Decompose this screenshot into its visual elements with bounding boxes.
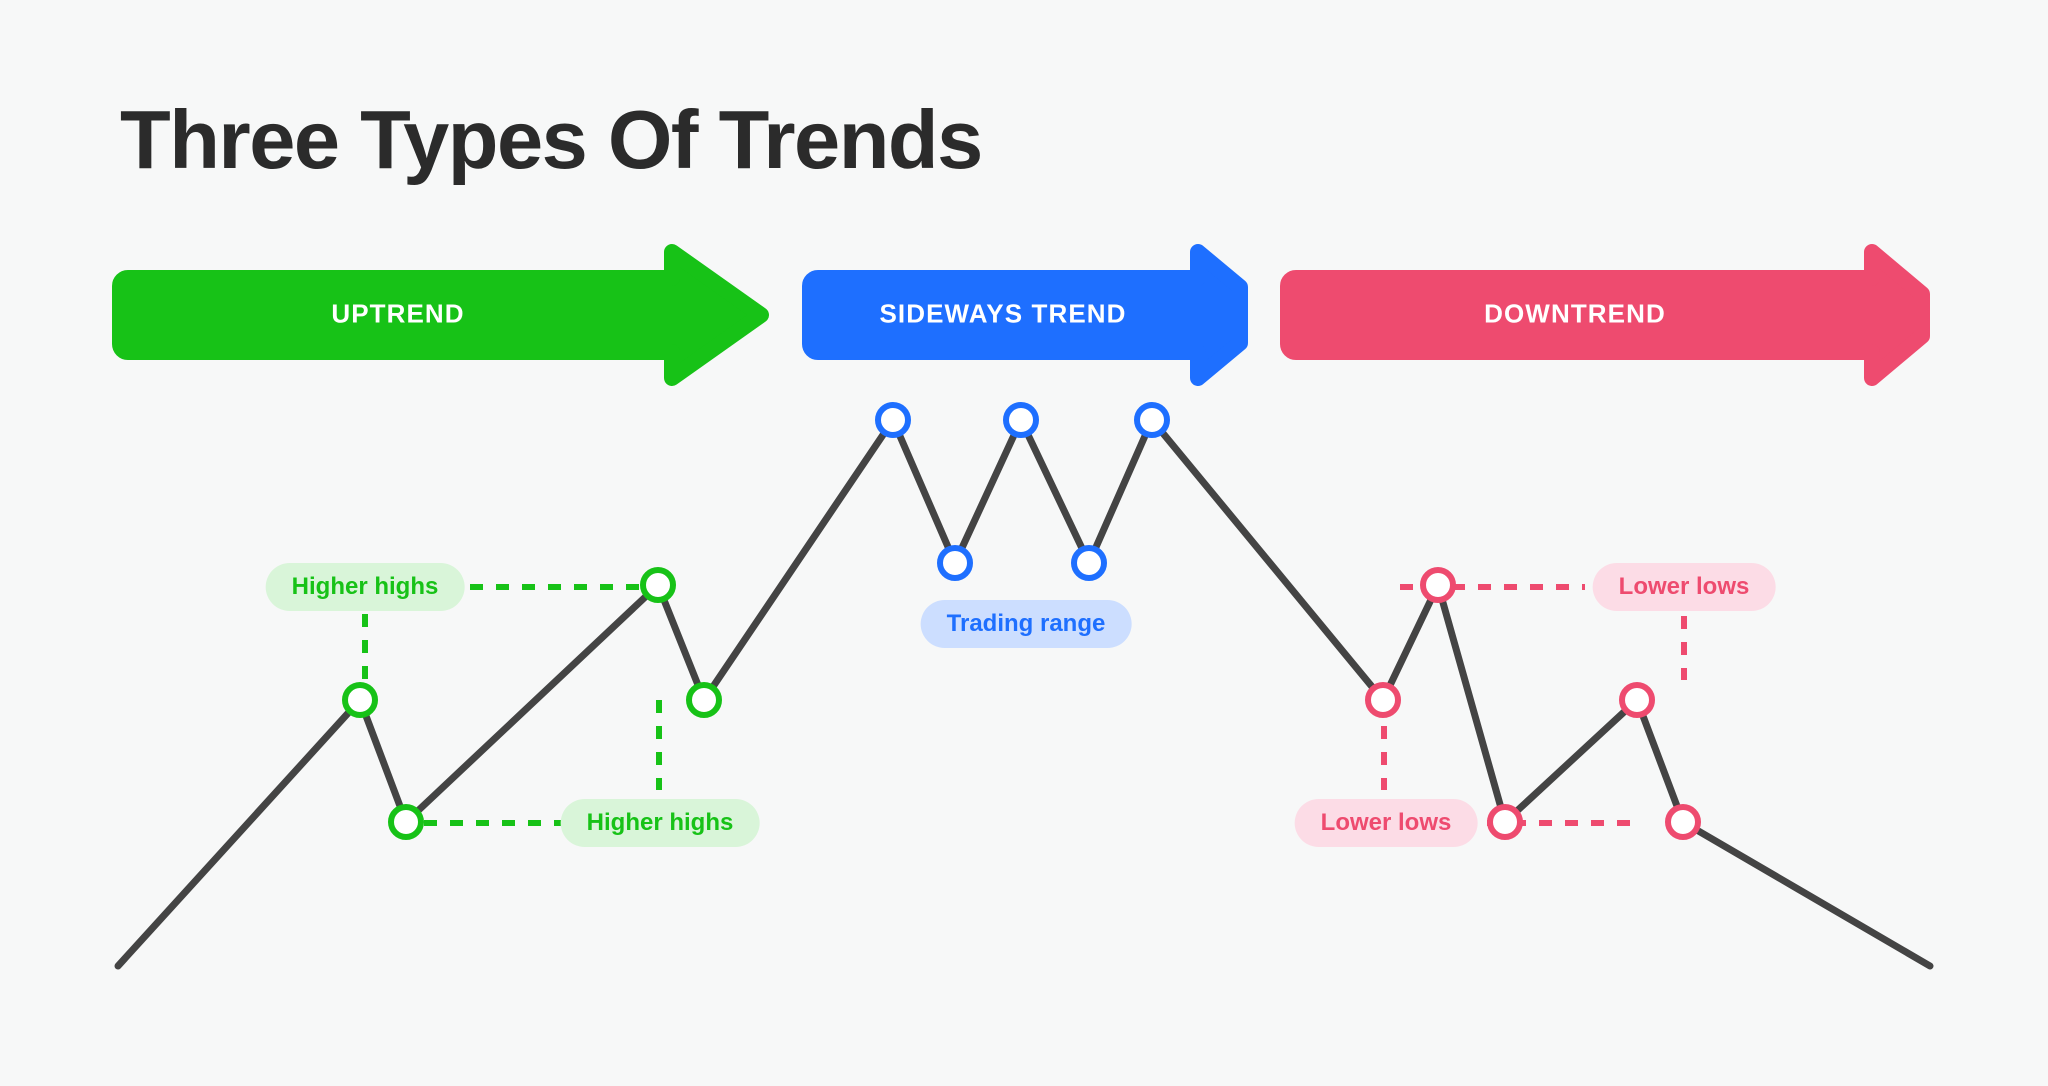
page-title: Three Types Of Trends bbox=[120, 93, 983, 186]
banner-downtrend[interactable] bbox=[1280, 244, 1930, 386]
marker-uptrend-low-2 bbox=[686, 682, 722, 718]
marker-sideways-high-1 bbox=[875, 402, 911, 438]
annotation-higher-highs-lower: Higher highs bbox=[560, 799, 760, 847]
banner-sideways[interactable] bbox=[802, 244, 1248, 386]
marker-sideways-high-2 bbox=[1003, 402, 1039, 438]
marker-downtrend-high-2 bbox=[1619, 682, 1655, 718]
marker-sideways-low-2 bbox=[1071, 545, 1107, 581]
marker-downtrend-low-3 bbox=[1665, 804, 1701, 840]
annotation-trading-range: Trading range bbox=[920, 600, 1132, 648]
marker-uptrend-high-2 bbox=[640, 567, 676, 603]
marker-downtrend-low-1 bbox=[1365, 682, 1401, 718]
marker-uptrend-high-1 bbox=[342, 682, 378, 718]
downtrend-arrow-shape bbox=[1280, 244, 1930, 386]
sideways-arrow-shape bbox=[802, 244, 1248, 386]
annotation-lower-lows-lower: Lower lows bbox=[1294, 799, 1478, 847]
marker-uptrend-low-1 bbox=[388, 804, 424, 840]
banner-uptrend[interactable] bbox=[112, 244, 769, 386]
annotation-higher-highs-upper: Higher highs bbox=[265, 563, 465, 611]
marker-downtrend-high-1 bbox=[1420, 567, 1456, 603]
marker-sideways-low-1 bbox=[937, 545, 973, 581]
annotation-lower-lows-upper: Lower lows bbox=[1592, 563, 1776, 611]
marker-sideways-high-3 bbox=[1134, 402, 1170, 438]
marker-downtrend-low-2 bbox=[1487, 804, 1523, 840]
price-trend-line bbox=[114, 416, 1934, 970]
uptrend-arrow-shape bbox=[112, 244, 769, 386]
